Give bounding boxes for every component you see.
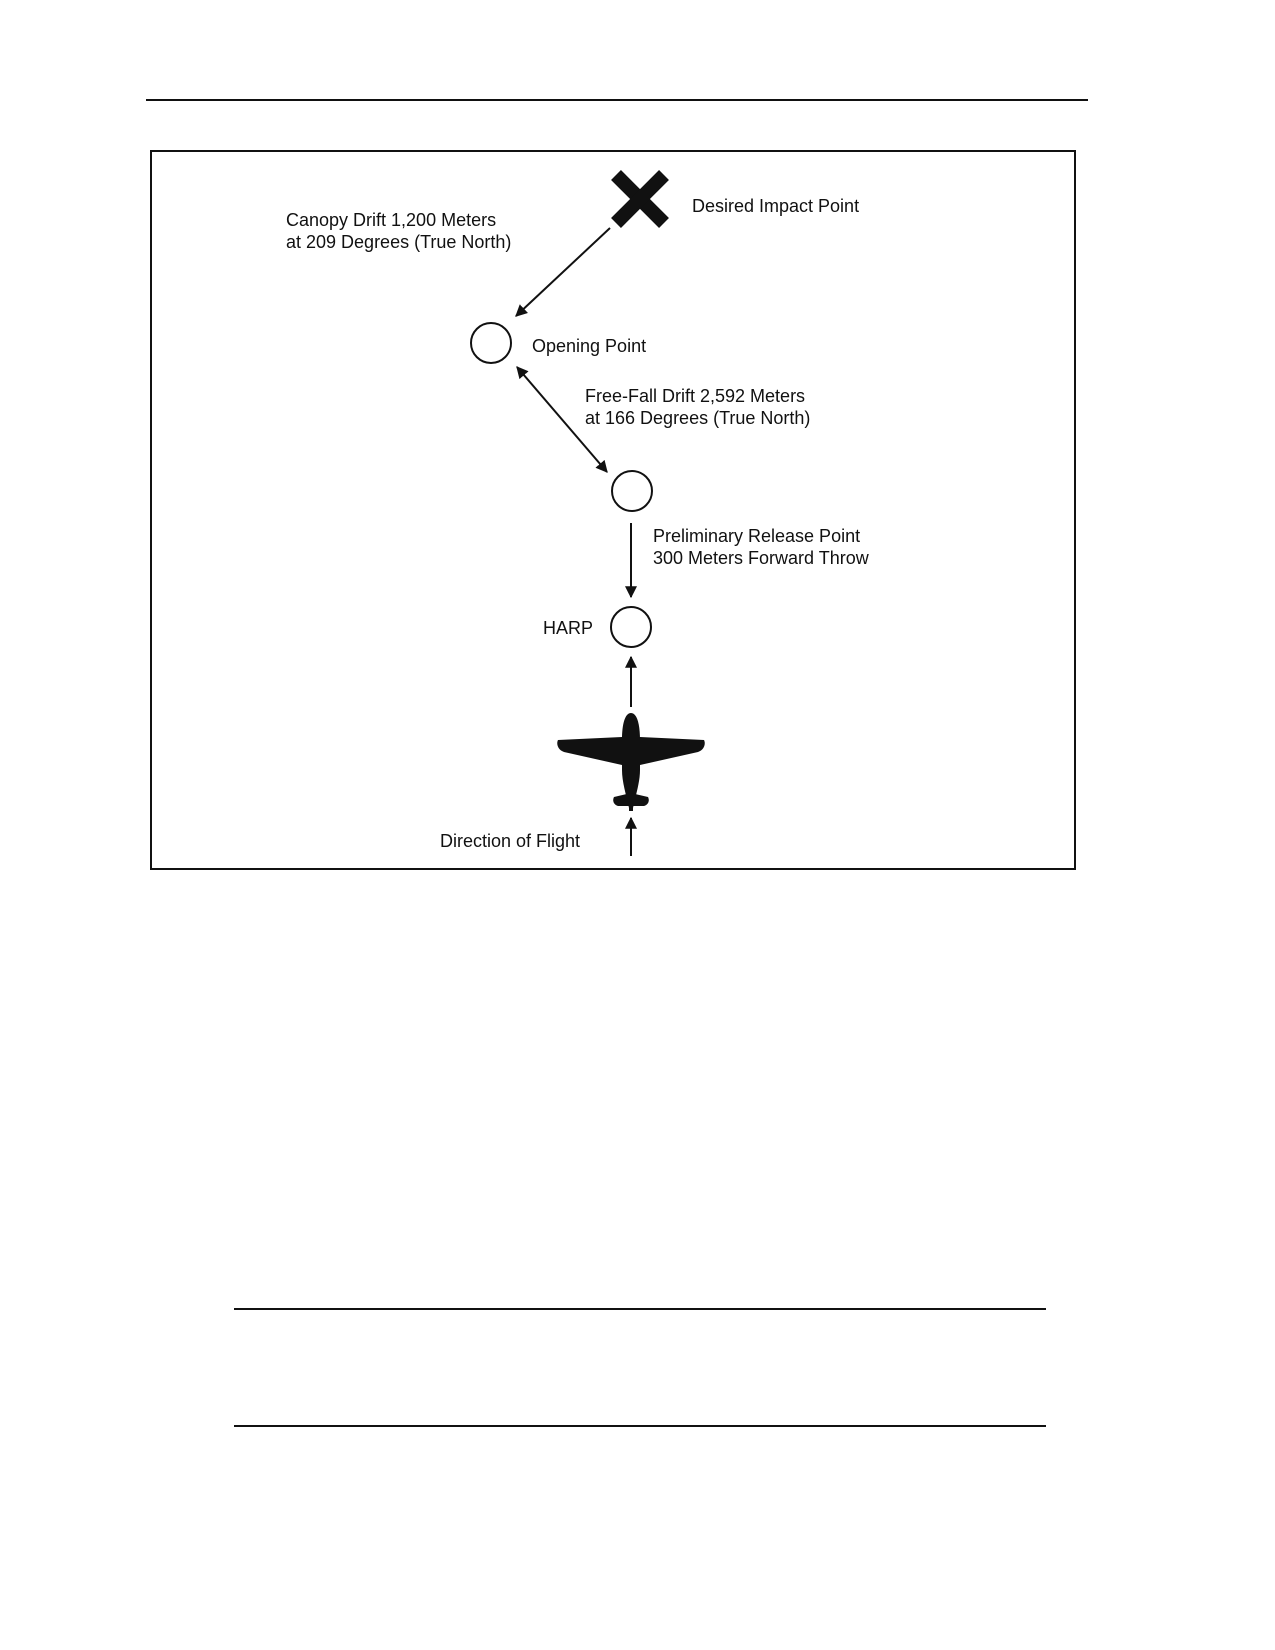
harp-label: HARP bbox=[543, 618, 593, 638]
canopy-drift-label-line1: Canopy Drift 1,200 Meters bbox=[286, 210, 496, 230]
direction-of-flight-label: Direction of Flight bbox=[440, 831, 580, 851]
preliminary-release-label-line1: Preliminary Release Point bbox=[653, 526, 860, 546]
canopy-drift-label-line2: at 209 Degrees (True North) bbox=[286, 232, 511, 252]
top-rule bbox=[146, 99, 1088, 101]
lower-rule-2 bbox=[234, 1425, 1046, 1427]
free-fall-drift-label-line2: at 166 Degrees (True North) bbox=[585, 408, 810, 428]
canopy-drift-arrow bbox=[515, 227, 611, 317]
free-fall-drift-arrow bbox=[516, 366, 608, 473]
opening-point-label: Opening Point bbox=[532, 336, 646, 356]
free-fall-drift-label-line1: Free-Fall Drift 2,592 Meters bbox=[585, 386, 805, 406]
desired-impact-point-label: Desired Impact Point bbox=[692, 196, 859, 216]
harp-circle bbox=[610, 606, 652, 648]
opening-point-circle bbox=[470, 322, 512, 364]
x-mark-icon bbox=[611, 170, 669, 228]
preliminary-release-label-line2: 300 Meters Forward Throw bbox=[653, 548, 870, 568]
lower-rule-1 bbox=[234, 1308, 1046, 1310]
preliminary-release-point-circle bbox=[611, 470, 653, 512]
airplane-icon bbox=[557, 713, 705, 811]
figure-frame bbox=[150, 150, 1076, 870]
